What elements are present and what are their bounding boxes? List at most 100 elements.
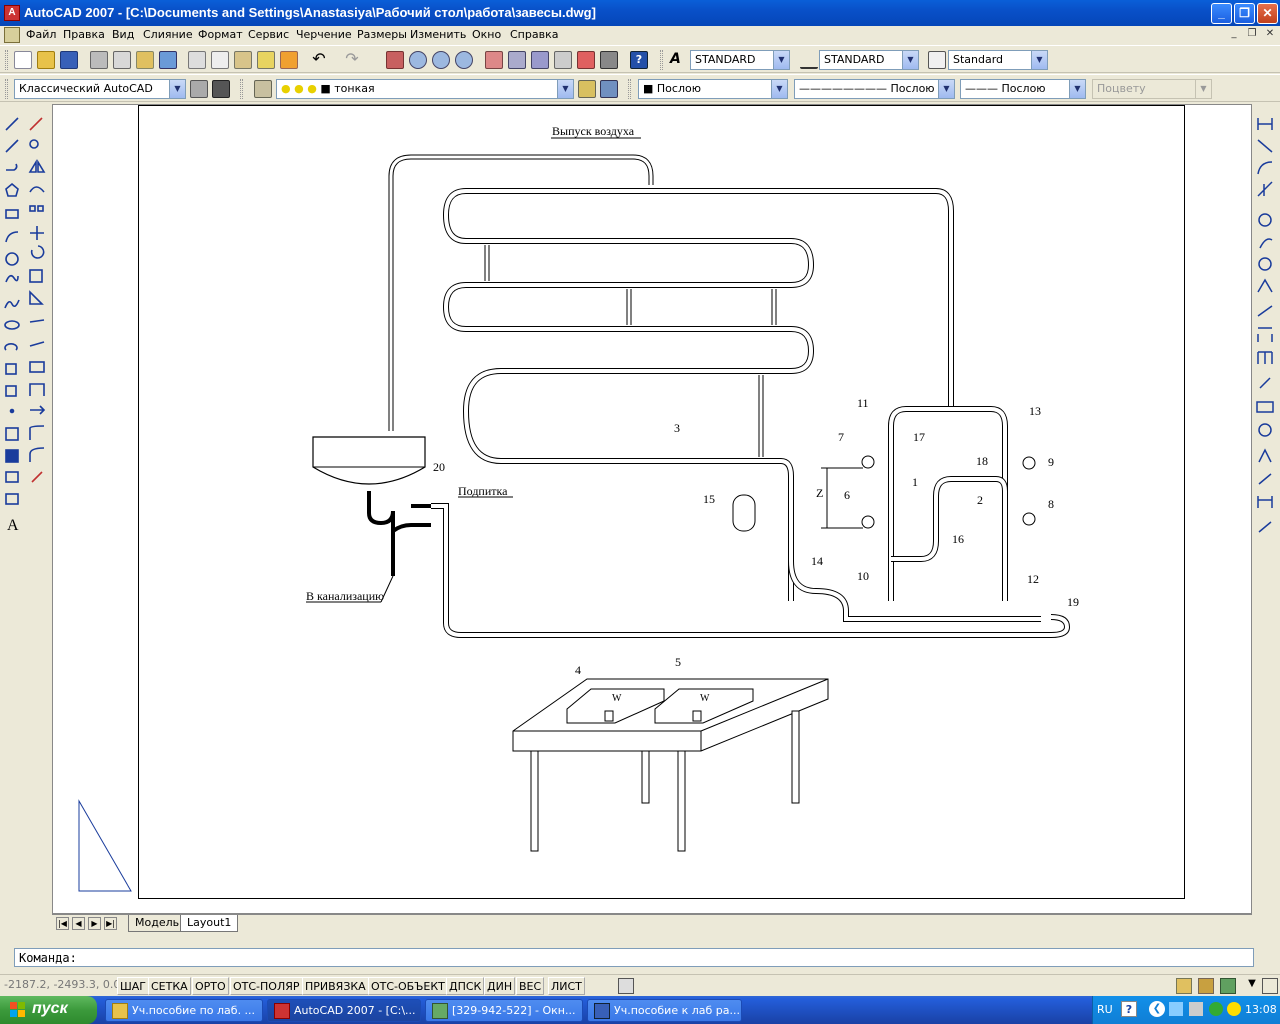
first-tab-button[interactable]: |◀ — [56, 917, 69, 930]
ducs-toggle[interactable]: ДПСК — [446, 977, 485, 995]
copy-icon[interactable] — [211, 51, 229, 69]
ellipse-arc-icon[interactable] — [4, 343, 18, 351]
open-folder-icon[interactable] — [37, 51, 55, 69]
doc-close-button[interactable]: ✕ — [1265, 28, 1275, 39]
tab-model[interactable]: Модель — [128, 915, 187, 932]
dyn-toggle[interactable]: ДИН — [484, 977, 516, 995]
point-icon[interactable] — [9, 408, 15, 414]
layer-unlock-icon[interactable]: ● — [307, 82, 317, 95]
minimize-button[interactable]: _ — [1211, 3, 1232, 24]
toolbar-grip[interactable] — [660, 50, 663, 70]
toolbar-grip[interactable] — [5, 50, 8, 70]
continue-icon[interactable] — [1257, 351, 1273, 364]
menu-draw[interactable]: Черчение — [296, 28, 352, 41]
menu-view[interactable]: Вид — [112, 28, 135, 41]
quick-dimension-icon[interactable] — [1257, 305, 1273, 317]
otrack-toggle[interactable]: ОТС-ОБЪЕКТ — [368, 977, 448, 995]
insert-block-icon[interactable] — [5, 363, 17, 375]
make-block-icon[interactable] — [5, 385, 17, 397]
task-button[interactable]: [329-942-522] - Окн... — [425, 999, 583, 1022]
menu-file[interactable]: Файл — [26, 28, 57, 41]
publish-icon[interactable] — [136, 51, 154, 69]
cad-standards-icon[interactable] — [1220, 978, 1236, 994]
document-icon[interactable] — [4, 27, 20, 43]
radius-icon[interactable] — [1258, 213, 1272, 227]
arc-icon[interactable] — [5, 231, 19, 243]
save-icon[interactable] — [60, 51, 78, 69]
grid-toggle[interactable]: СЕТКА — [148, 977, 191, 995]
join-icon[interactable] — [30, 405, 46, 415]
prev-tab-button[interactable]: ◀ — [72, 917, 85, 930]
array-icon[interactable] — [37, 205, 44, 212]
aligned-dimension-icon[interactable] — [1257, 139, 1273, 153]
baseline-icon[interactable] — [1257, 327, 1273, 342]
make-current-layer-icon[interactable] — [578, 80, 596, 98]
trim-icon[interactable] — [29, 319, 45, 323]
lwt-toggle[interactable]: ВЕС — [516, 977, 545, 995]
task-button[interactable]: Уч.пособие по лаб. ... — [105, 999, 263, 1022]
zoom-window-icon[interactable] — [432, 51, 450, 69]
update-icon[interactable] — [1227, 1002, 1241, 1016]
layer-thaw-icon[interactable]: ● — [294, 82, 304, 95]
toolbar-grip[interactable] — [240, 79, 243, 99]
my-workspace-icon[interactable] — [212, 80, 230, 98]
coordinates-readout[interactable]: -2187.2, -2493.3, 0.0 — [4, 978, 121, 991]
chevron-down-icon[interactable]: ▼ — [1031, 51, 1047, 69]
design-center-icon[interactable] — [508, 51, 526, 69]
revision-cloud-icon[interactable] — [5, 274, 19, 283]
gradient-icon[interactable] — [5, 449, 19, 463]
move-icon[interactable] — [30, 226, 44, 240]
mirror-icon[interactable] — [28, 159, 46, 173]
dimension-text-edit-icon[interactable] — [1258, 473, 1272, 485]
explode-icon[interactable] — [31, 471, 43, 483]
dimension-style-icon[interactable] — [1258, 521, 1272, 533]
properties-icon[interactable] — [485, 51, 503, 69]
multiline-text-icon[interactable]: A — [7, 517, 19, 534]
chevron-down-icon[interactable]: ▼ — [169, 80, 185, 98]
layer-previous-icon[interactable] — [600, 80, 618, 98]
next-tab-button[interactable]: ▶ — [88, 917, 101, 930]
table-icon[interactable] — [5, 493, 19, 505]
language-indicator[interactable]: RU — [1097, 1003, 1113, 1016]
communication-center-icon[interactable] — [1176, 978, 1192, 994]
drawing-canvas[interactable]: Выпуск воздуха Подпитка В канализацию Z … — [52, 104, 1252, 914]
autocad-app-icon[interactable]: A — [4, 5, 20, 21]
menu-dimension[interactable]: Размеры — [357, 28, 407, 41]
rectangle-icon[interactable] — [5, 209, 19, 219]
toolbar-grip[interactable] — [628, 79, 631, 99]
polar-toggle[interactable]: ОТС-ПОЛЯР — [230, 977, 303, 995]
chevron-down-icon[interactable]: ▼ — [1248, 978, 1256, 989]
break-icon[interactable] — [29, 361, 45, 373]
extend-icon[interactable] — [29, 341, 45, 347]
paper-toggle[interactable]: ЛИСТ — [548, 977, 585, 995]
erase-icon[interactable] — [29, 117, 43, 131]
dim-style-icon[interactable] — [800, 51, 818, 69]
cut-icon[interactable] — [188, 51, 206, 69]
help-icon[interactable]: ? — [630, 51, 648, 69]
chevron-down-icon[interactable]: ▼ — [557, 80, 573, 98]
layer-manager-icon[interactable] — [254, 80, 272, 98]
chevron-down-icon[interactable]: ▼ — [771, 80, 787, 98]
diameter-icon[interactable] — [1258, 257, 1272, 271]
task-button-active[interactable]: AutoCAD 2007 - [C:\... — [267, 999, 421, 1022]
hatch-icon[interactable] — [5, 427, 19, 441]
table-style-select[interactable]: Standard▼ — [948, 50, 1048, 70]
polyline-icon[interactable] — [6, 163, 18, 171]
doc-restore-button[interactable]: ❐ — [1247, 28, 1257, 39]
angular-icon[interactable] — [1257, 278, 1273, 293]
text-style-select[interactable]: STANDARD▼ — [690, 50, 790, 70]
toolbar-lock-icon[interactable] — [1198, 978, 1214, 994]
network-icon[interactable] — [1169, 1002, 1183, 1016]
chevron-down-icon[interactable]: ▼ — [938, 80, 954, 98]
help-icon[interactable]: ? — [1121, 1001, 1137, 1017]
offset-icon[interactable] — [29, 186, 45, 193]
workspace-select[interactable]: Классический AutoCAD▼ — [14, 79, 186, 99]
close-button[interactable]: ✕ — [1257, 3, 1278, 24]
menu-window[interactable]: Окно — [472, 28, 502, 41]
lineweight-select[interactable]: ——— Послою▼ — [960, 79, 1086, 99]
menu-merge[interactable]: Слияние — [143, 28, 193, 41]
ordinate-icon[interactable] — [1257, 181, 1273, 197]
ellipse-icon[interactable] — [4, 320, 20, 330]
copy-object-icon[interactable] — [29, 139, 39, 149]
dimension-update-icon[interactable] — [1257, 496, 1273, 508]
